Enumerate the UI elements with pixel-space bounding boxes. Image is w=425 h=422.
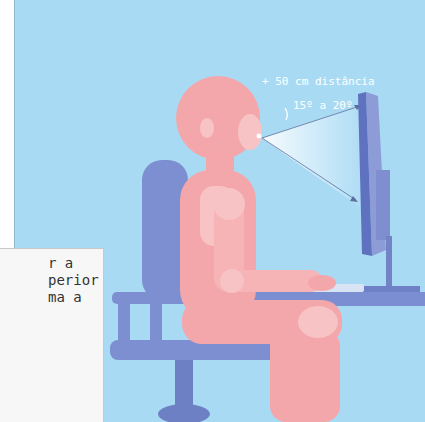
sight-cone xyxy=(262,104,364,210)
chair-base xyxy=(158,404,210,422)
knee xyxy=(298,306,338,338)
monitor-body xyxy=(376,170,390,240)
eye xyxy=(257,134,262,139)
distance-label: + 50 cm distância xyxy=(262,75,375,88)
sight-line xyxy=(262,138,356,200)
monitor xyxy=(352,92,420,292)
shoulder xyxy=(213,188,245,220)
monitor-stand xyxy=(386,236,392,292)
arrow-head xyxy=(350,196,358,202)
ear xyxy=(200,118,214,138)
face xyxy=(238,114,262,150)
monitor-screen xyxy=(358,92,372,256)
torso xyxy=(180,170,256,320)
angle-arc xyxy=(285,108,287,120)
elbow xyxy=(220,269,244,293)
person xyxy=(176,76,342,422)
hand xyxy=(308,275,336,291)
text-panel: r a perior ma a xyxy=(0,248,104,422)
panel-text: r a perior ma a xyxy=(48,255,104,306)
angle-label: 15º a 20º xyxy=(293,99,353,112)
chair-support xyxy=(150,300,162,340)
